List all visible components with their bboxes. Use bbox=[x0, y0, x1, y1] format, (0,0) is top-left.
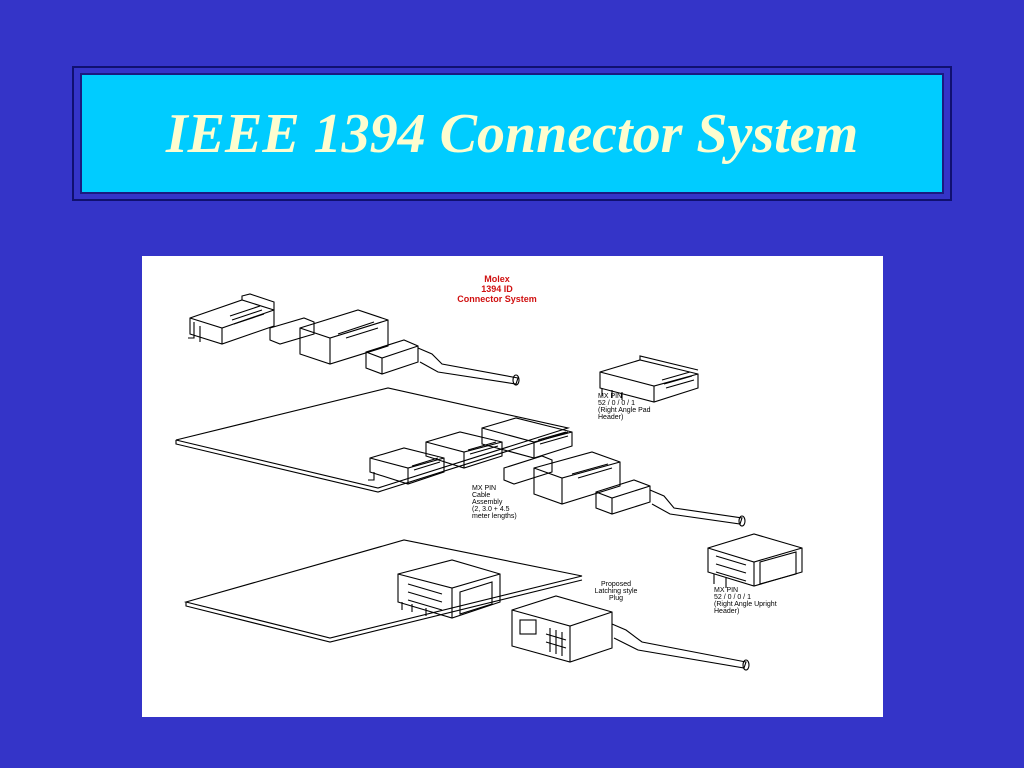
upright-header-on-board bbox=[397, 559, 501, 619]
diagram-heading-line-3: Connector System bbox=[457, 294, 537, 304]
svg-text:Header): Header) bbox=[714, 608, 739, 615]
svg-text:MX PIN: MX PIN bbox=[714, 587, 738, 594]
slide-title: IEEE 1394 Connector System bbox=[165, 102, 859, 165]
svg-text:Proposed: Proposed bbox=[601, 581, 631, 588]
callout-right-angle-pad-header: MX PIN 52 / 0 / 0 / 1 (Right Angle Pad H… bbox=[598, 393, 651, 421]
board-header-1 bbox=[368, 447, 445, 485]
svg-text:Plug: Plug bbox=[609, 595, 623, 602]
svg-text:(Right Angle Upright: (Right Angle Upright bbox=[714, 601, 777, 608]
callout-right-angle-upright-header: MX PIN 52 / 0 / 0 / 1 (Right Angle Uprig… bbox=[714, 587, 777, 615]
svg-text:52 / 0 / 0 / 1: 52 / 0 / 0 / 1 bbox=[714, 594, 751, 601]
svg-text:MX PIN: MX PIN bbox=[472, 485, 496, 492]
top-receptacle bbox=[188, 293, 275, 345]
svg-text:meter lengths): meter lengths) bbox=[472, 513, 517, 520]
board-header-3 bbox=[481, 417, 573, 459]
svg-text:52 / 0 / 0 / 1: 52 / 0 / 0 / 1 bbox=[598, 400, 635, 407]
svg-text:Latching style: Latching style bbox=[595, 588, 638, 595]
svg-text:Assembly: Assembly bbox=[472, 499, 503, 506]
right-angle-upright-header bbox=[707, 533, 803, 588]
svg-text:Cable: Cable bbox=[472, 492, 490, 499]
top-cable-plug bbox=[269, 309, 520, 386]
svg-text:Header): Header) bbox=[598, 414, 623, 421]
lower-board bbox=[183, 539, 583, 639]
connector-drawing: Molex 1394 ID Connector System bbox=[175, 274, 803, 671]
title-frame: IEEE 1394 Connector System bbox=[72, 66, 952, 201]
svg-text:MX PIN: MX PIN bbox=[598, 393, 622, 400]
middle-cable-assembly bbox=[503, 451, 746, 527]
right-angle-header bbox=[599, 355, 699, 403]
middle-board bbox=[175, 387, 571, 489]
callout-latching-plug: Proposed Latching style Plug bbox=[595, 581, 638, 602]
diagram-heading-line-1: Molex bbox=[484, 274, 510, 284]
title-box: IEEE 1394 Connector System bbox=[80, 73, 944, 194]
latching-plug bbox=[511, 595, 750, 671]
connector-diagram: Molex 1394 ID Connector System bbox=[142, 256, 883, 717]
svg-text:(Right Angle Pad: (Right Angle Pad bbox=[598, 407, 651, 414]
svg-text:(2, 3.0 + 4.5: (2, 3.0 + 4.5 bbox=[472, 506, 510, 513]
callout-cable-assembly: MX PIN Cable Assembly (2, 3.0 + 4.5 mete… bbox=[472, 485, 517, 520]
diagram-heading-line-2: 1394 ID bbox=[481, 284, 513, 294]
